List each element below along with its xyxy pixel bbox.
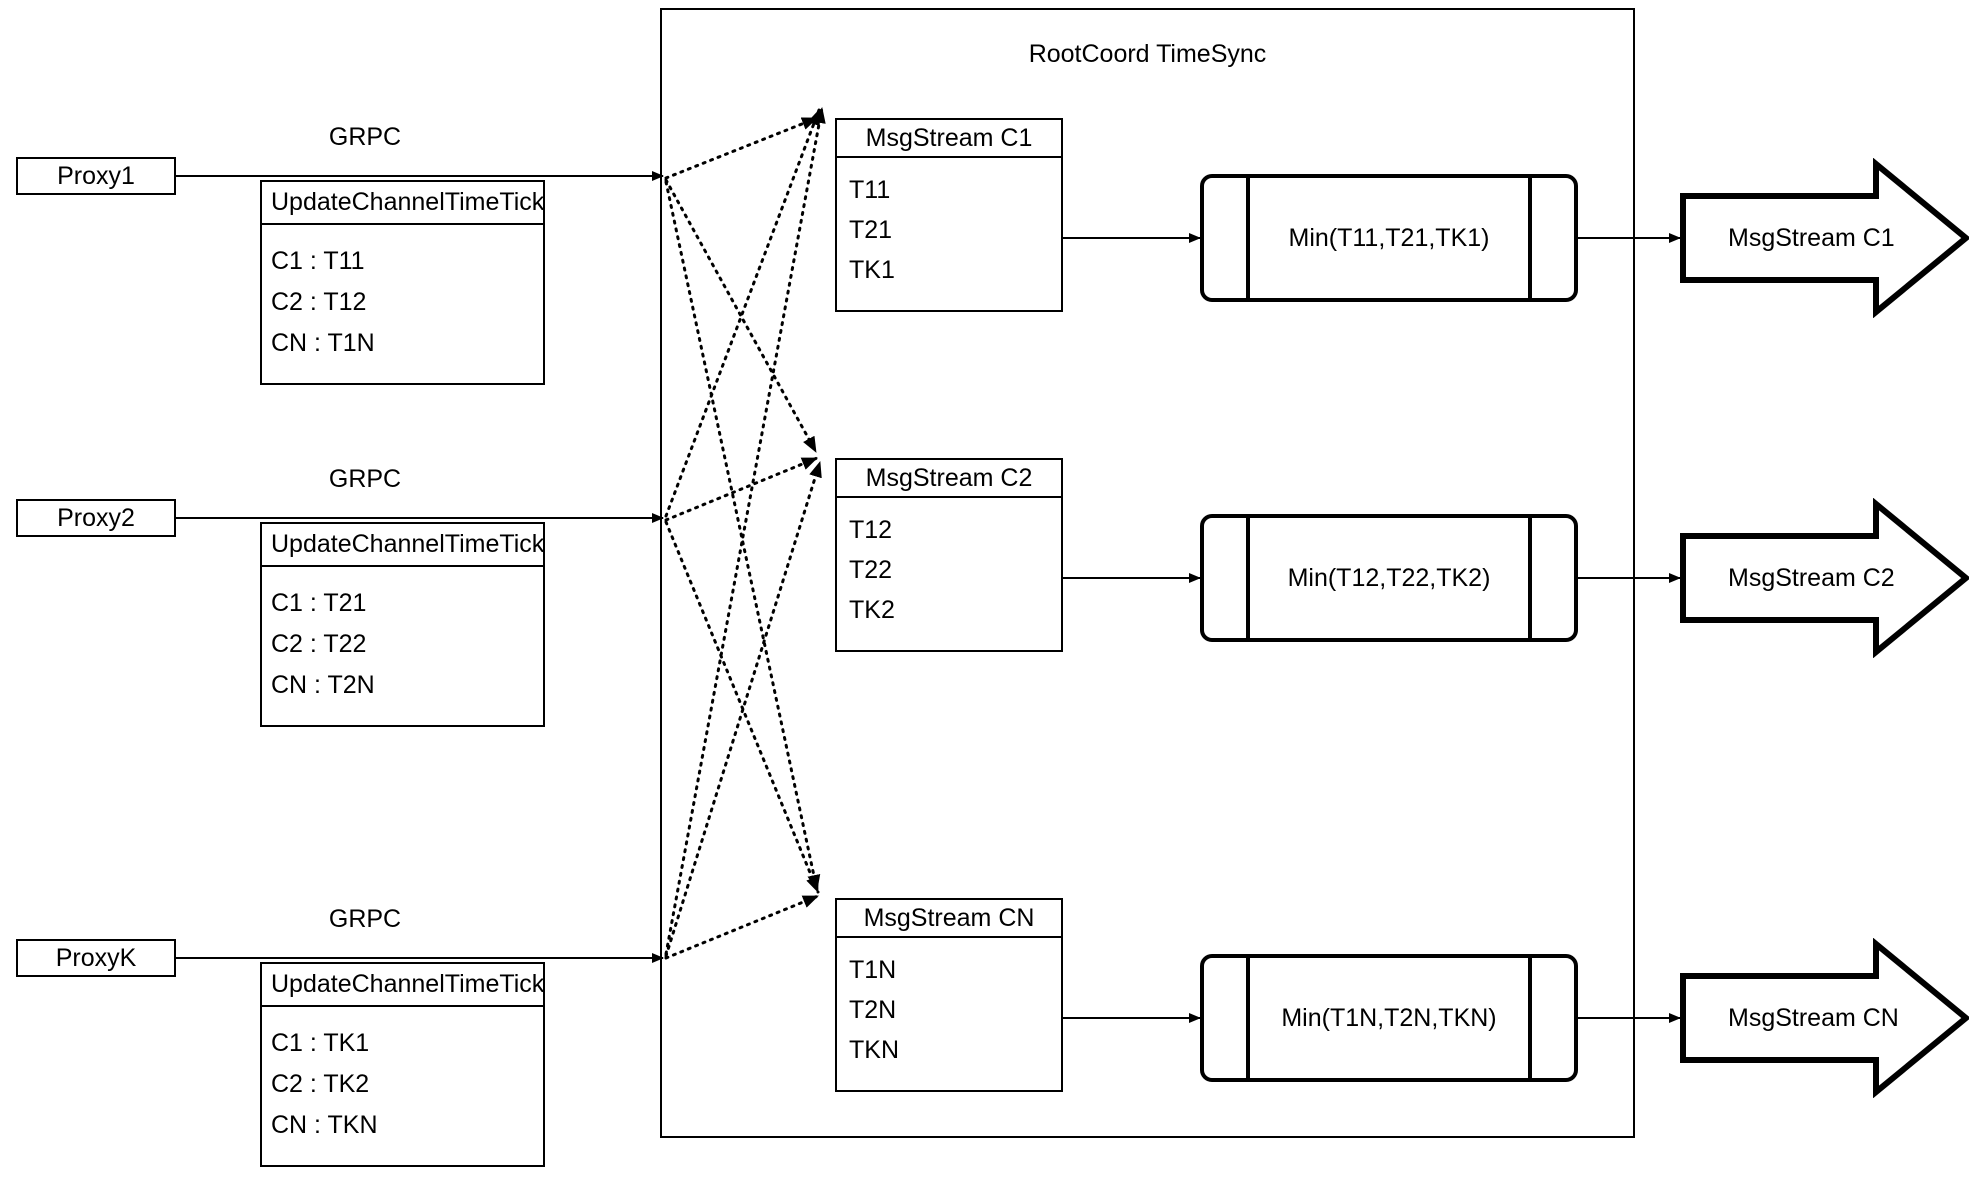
output-block-arrow-c2: MsgStream C2 [1680, 498, 1969, 658]
grpc-label-k: GRPC [328, 905, 402, 933]
proxy-box-k[interactable]: ProxyK [16, 939, 176, 977]
uctt-row: C2 : T12 [271, 288, 367, 316]
process-right-bar [1528, 958, 1532, 1078]
msgstream-row: T1N [849, 955, 897, 984]
min-label-cn: Min(T1N,T2N,TKN) [1281, 1003, 1497, 1032]
update-channel-timetick-box-2: UpdateChannelTimeTick C1 : T21 C2 : T22 … [260, 522, 545, 727]
msgstream-row: T12 [849, 515, 893, 544]
proxy-box-1[interactable]: Proxy1 [16, 157, 176, 195]
rootcoord-timesync-container [660, 8, 1635, 1138]
msgstream-row: T21 [849, 215, 893, 244]
output-block-arrow-cn: MsgStream CN [1680, 938, 1969, 1098]
process-right-bar [1528, 518, 1532, 638]
msgstream-row: TK2 [849, 595, 895, 624]
min-label-c2: Min(T12,T22,TK2) [1287, 563, 1491, 592]
update-channel-timetick-box-k: UpdateChannelTimeTick C1 : TK1 C2 : TK2 … [260, 962, 545, 1167]
rootcoord-title: RootCoord TimeSync [1028, 40, 1267, 68]
grpc-label-1: GRPC [328, 123, 402, 151]
uctt-title-2: UpdateChannelTimeTick [262, 524, 544, 567]
process-left-bar [1246, 958, 1250, 1078]
update-channel-timetick-box-1: UpdateChannelTimeTick C1 : T11 C2 : T12 … [260, 180, 545, 385]
msgstream-row: TKN [849, 1035, 899, 1064]
process-left-bar [1246, 518, 1250, 638]
output-label-cn: MsgStream CN [1728, 1003, 1899, 1032]
msgstream-body-c2: T12 T22 TK2 [837, 498, 1061, 650]
msgstream-title-cn: MsgStream CN [837, 900, 1061, 938]
msgstream-body-cn: T1N T2N TKN [837, 938, 1061, 1090]
proxy-label-1: Proxy1 [57, 161, 135, 190]
min-label-c1: Min(T11,T21,TK1) [1288, 223, 1490, 252]
output-label-c1: MsgStream C1 [1728, 223, 1895, 252]
min-process-c1: Min(T11,T21,TK1) [1200, 174, 1578, 302]
min-process-cn: Min(T1N,T2N,TKN) [1200, 954, 1578, 1082]
uctt-body-2: C1 : T21 C2 : T22 CN : T2N [262, 567, 543, 725]
uctt-body-k: C1 : TK1 C2 : TK2 CN : TKN [262, 1007, 543, 1165]
msgstream-row: T11 [849, 175, 891, 204]
uctt-body-1: C1 : T11 C2 : T12 CN : T1N [262, 225, 543, 383]
process-left-bar [1246, 178, 1250, 298]
proxy-label-2: Proxy2 [57, 503, 135, 532]
uctt-row: C2 : T22 [271, 630, 367, 658]
uctt-row: CN : T2N [271, 671, 375, 699]
process-right-bar [1528, 178, 1532, 298]
uctt-row: C2 : TK2 [271, 1070, 370, 1098]
msgstream-row: TK1 [849, 255, 895, 284]
msgstream-row: T2N [849, 995, 897, 1024]
uctt-row: CN : T1N [271, 329, 375, 357]
proxy-box-2[interactable]: Proxy2 [16, 499, 176, 537]
msgstream-row: T22 [849, 555, 893, 584]
uctt-row: C1 : TK1 [271, 1029, 370, 1057]
uctt-row: C1 : T21 [271, 589, 367, 617]
uctt-title-1: UpdateChannelTimeTick [262, 182, 544, 225]
msgstream-box-c1: MsgStream C1 T11 T21 TK1 [835, 118, 1063, 312]
msgstream-body-c1: T11 T21 TK1 [837, 158, 1061, 310]
proxy-label-k: ProxyK [55, 943, 137, 972]
uctt-title-k: UpdateChannelTimeTick [262, 964, 544, 1007]
msgstream-title-c1: MsgStream C1 [837, 120, 1061, 158]
msgstream-box-c2: MsgStream C2 T12 T22 TK2 [835, 458, 1063, 652]
min-process-c2: Min(T12,T22,TK2) [1200, 514, 1578, 642]
output-label-c2: MsgStream C2 [1728, 563, 1895, 592]
uctt-row: CN : TKN [271, 1111, 378, 1139]
output-block-arrow-c1: MsgStream C1 [1680, 158, 1969, 318]
grpc-label-2: GRPC [328, 465, 402, 493]
msgstream-box-cn: MsgStream CN T1N T2N TKN [835, 898, 1063, 1092]
msgstream-title-c2: MsgStream C2 [837, 460, 1061, 498]
uctt-row: C1 : T11 [271, 247, 365, 275]
